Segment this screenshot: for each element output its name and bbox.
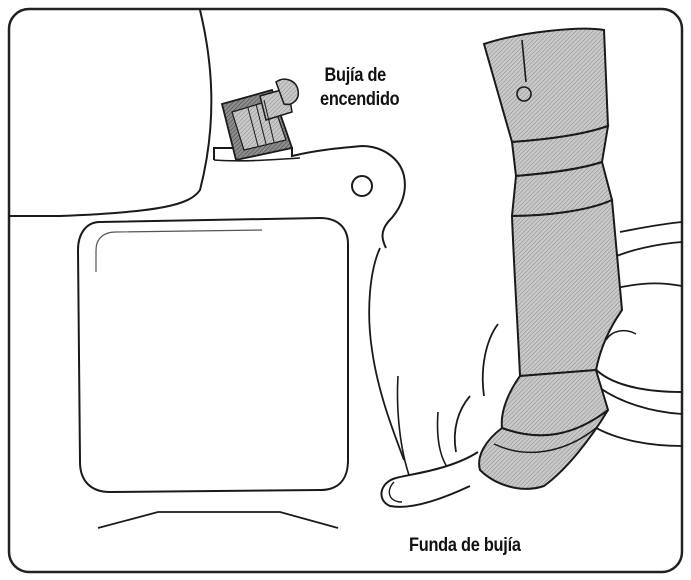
ignition-wire-core: [388, 481, 403, 503]
spark-plug: [220, 78, 300, 162]
engine-housing-outline: [9, 9, 213, 217]
spark-plug-label-line2: encendido: [320, 89, 400, 110]
plate-lower-edge: [213, 157, 301, 162]
spark-plug-boot: [478, 27, 624, 490]
mounting-hole: [351, 175, 373, 197]
ignition-wire: [380, 451, 479, 508]
spark-plug-label-line1: Bujía de: [324, 65, 387, 86]
air-filter-inner-highlight: [95, 229, 263, 272]
housing-curve-inner: [396, 375, 411, 479]
housing-curve-right: [368, 247, 405, 461]
air-filter-cover: [76, 216, 349, 494]
spark-plug-label: Bujía de encendido: [320, 64, 400, 112]
spark-plug-boot-label: Funda de bujía: [409, 535, 521, 556]
base-outline: [97, 511, 339, 529]
cylinder-head-plate: [213, 144, 406, 249]
